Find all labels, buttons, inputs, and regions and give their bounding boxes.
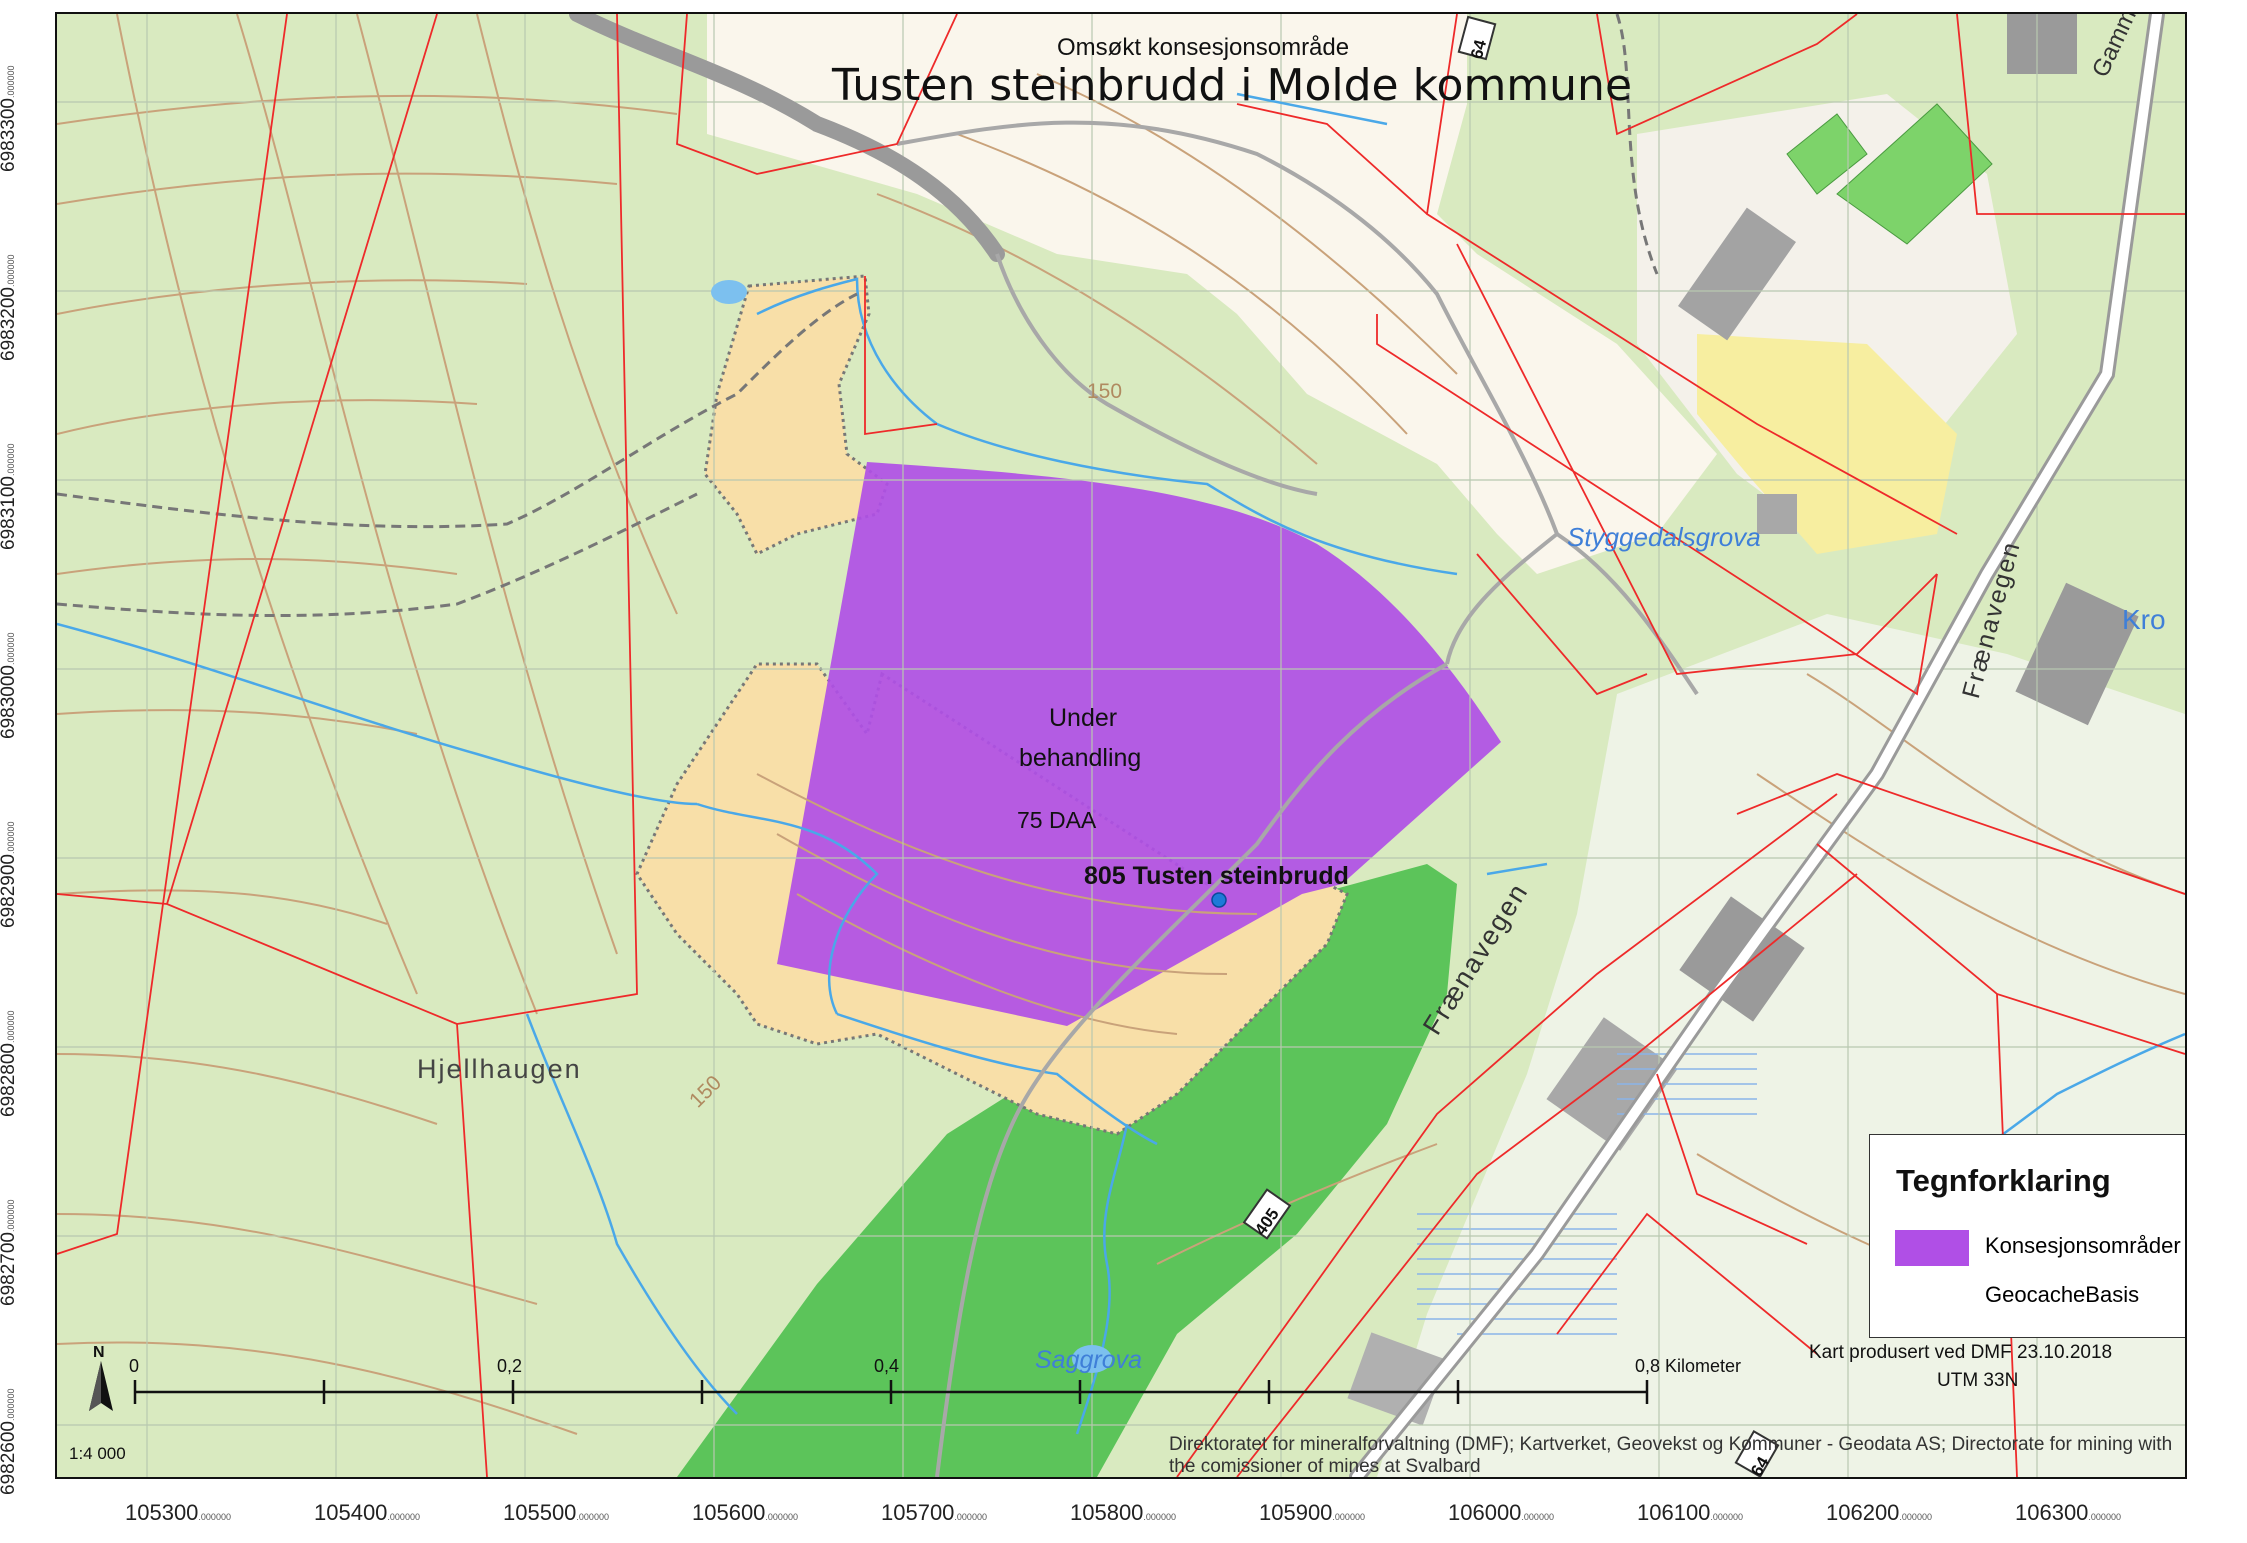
place-label-hjellhaugen: Hjellhaugen — [417, 1054, 582, 1084]
building — [2015, 582, 2139, 726]
x-axis-tick-label: 105500.000000 — [503, 1500, 609, 1525]
scale-label-0: 0 — [129, 1356, 140, 1376]
y-axis-tick-label: 6983300.000000 — [0, 65, 19, 172]
map-frame[interactable]: Omsøkt konsesjonsområde Tusten steinbrud… — [55, 12, 2187, 1479]
y-axis-tick-label: 6983000.000000 — [0, 632, 19, 739]
credit-projection: UTM 33N — [1937, 1370, 2019, 1391]
site-label[interactable]: 805 Tusten steinbrudd — [1084, 862, 1349, 890]
x-axis-tick-label: 106000.000000 — [1448, 1500, 1554, 1525]
y-axis-tick-label: 6983200.000000 — [0, 254, 19, 361]
quarry-area-north — [703, 274, 889, 557]
credit-produced: Kart produsert ved DMF 23.10.2018 — [1809, 1342, 2113, 1363]
legend-item-concession: Konsesjonsområder — [1985, 1233, 2181, 1258]
secondary-roads — [896, 120, 1699, 1477]
x-axis-tick-label: 105400.000000 — [314, 1500, 420, 1525]
y-axis-tick-label: 6982900.000000 — [0, 821, 19, 928]
scale-ratio: 1:4 000 — [69, 1444, 126, 1463]
road-shield-64-bottom — [1734, 1430, 1780, 1477]
field-green-2 — [1836, 103, 1993, 245]
building — [1678, 207, 1796, 341]
road-shield-64-top — [1457, 15, 1497, 61]
legend-title: Tegnforklaring — [1896, 1163, 2111, 1198]
scale-label-0-8: 0,8 Kilometer — [1635, 1356, 1742, 1376]
north-arrow-icon — [89, 1361, 113, 1411]
place-label-kro: Kro — [2122, 604, 2166, 635]
pond — [711, 280, 747, 304]
y-axis-tick-label: 6983100.000000 — [0, 443, 19, 550]
legend-swatch-concession — [1895, 1230, 1969, 1266]
x-axis-tick-label: 106100.000000 — [1637, 1500, 1743, 1525]
stream-label-styggedalsgrova: Styggedalsgrova — [1567, 522, 1761, 552]
roads-fill — [1352, 14, 2162, 1477]
stream-label-saggrova: Saggrova — [1035, 1346, 1143, 1374]
field-green-1 — [1786, 113, 1868, 195]
road-shield-405 — [1242, 1188, 1292, 1240]
x-axis-tick-label: 106300.000000 — [2015, 1500, 2121, 1525]
contour-label-150-a: 150 — [1087, 380, 1123, 403]
map-subtitle: Omsøkt konsesjonsområde — [1057, 34, 1350, 61]
x-axis-tick-label: 105300.000000 — [125, 1500, 231, 1525]
y-axis-tick-label: 6982700.000000 — [0, 1199, 19, 1306]
area-label: 75 DAA — [1017, 807, 1097, 833]
status-label-line1: Under — [1049, 704, 1118, 732]
cadastre-lines — [57, 14, 2185, 1477]
y-axis-tick-label: 6982800.000000 — [0, 1010, 19, 1117]
scale-bar — [133, 1380, 1649, 1404]
pond — [1072, 1345, 1112, 1373]
building — [2007, 14, 2077, 74]
status-label-line2: behandling — [1019, 744, 1142, 772]
scale-label-0-2: 0,2 — [497, 1356, 523, 1376]
concession-area — [777, 462, 1501, 1026]
map-title: Tusten steinbrudd i Molde kommune — [832, 60, 1633, 111]
x-axis-tick-label: 105600.000000 — [692, 1500, 798, 1525]
grid-lines — [57, 14, 2185, 1477]
north-label: N — [93, 1344, 105, 1361]
x-axis-tick-label: 106200.000000 — [1826, 1500, 1932, 1525]
legend: Tegnforklaring Konsesjonsområder Geocach… — [1869, 1134, 2185, 1338]
site-point — [1211, 892, 1227, 908]
y-axis-tick-label: 6982600.000000 — [0, 1388, 19, 1495]
x-axis-tick-label: 105700.000000 — [881, 1500, 987, 1525]
forest-strip — [677, 864, 1457, 1477]
building — [1757, 494, 1797, 534]
open-land-area — [707, 14, 1717, 574]
credit-attribution: Direktoratet for mineralforvaltning (DMF… — [1169, 1434, 2173, 1477]
legend-item-geocache: GeocacheBasis — [1985, 1282, 2140, 1307]
contour-lines — [57, 14, 2185, 1435]
scale-label-0-4: 0,4 — [874, 1356, 900, 1376]
map-canvas[interactable] — [57, 14, 2185, 1477]
x-axis-tick-label: 105900.000000 — [1259, 1500, 1365, 1525]
building — [1546, 1017, 1678, 1151]
x-axis-tick-label: 105800.000000 — [1070, 1500, 1176, 1525]
